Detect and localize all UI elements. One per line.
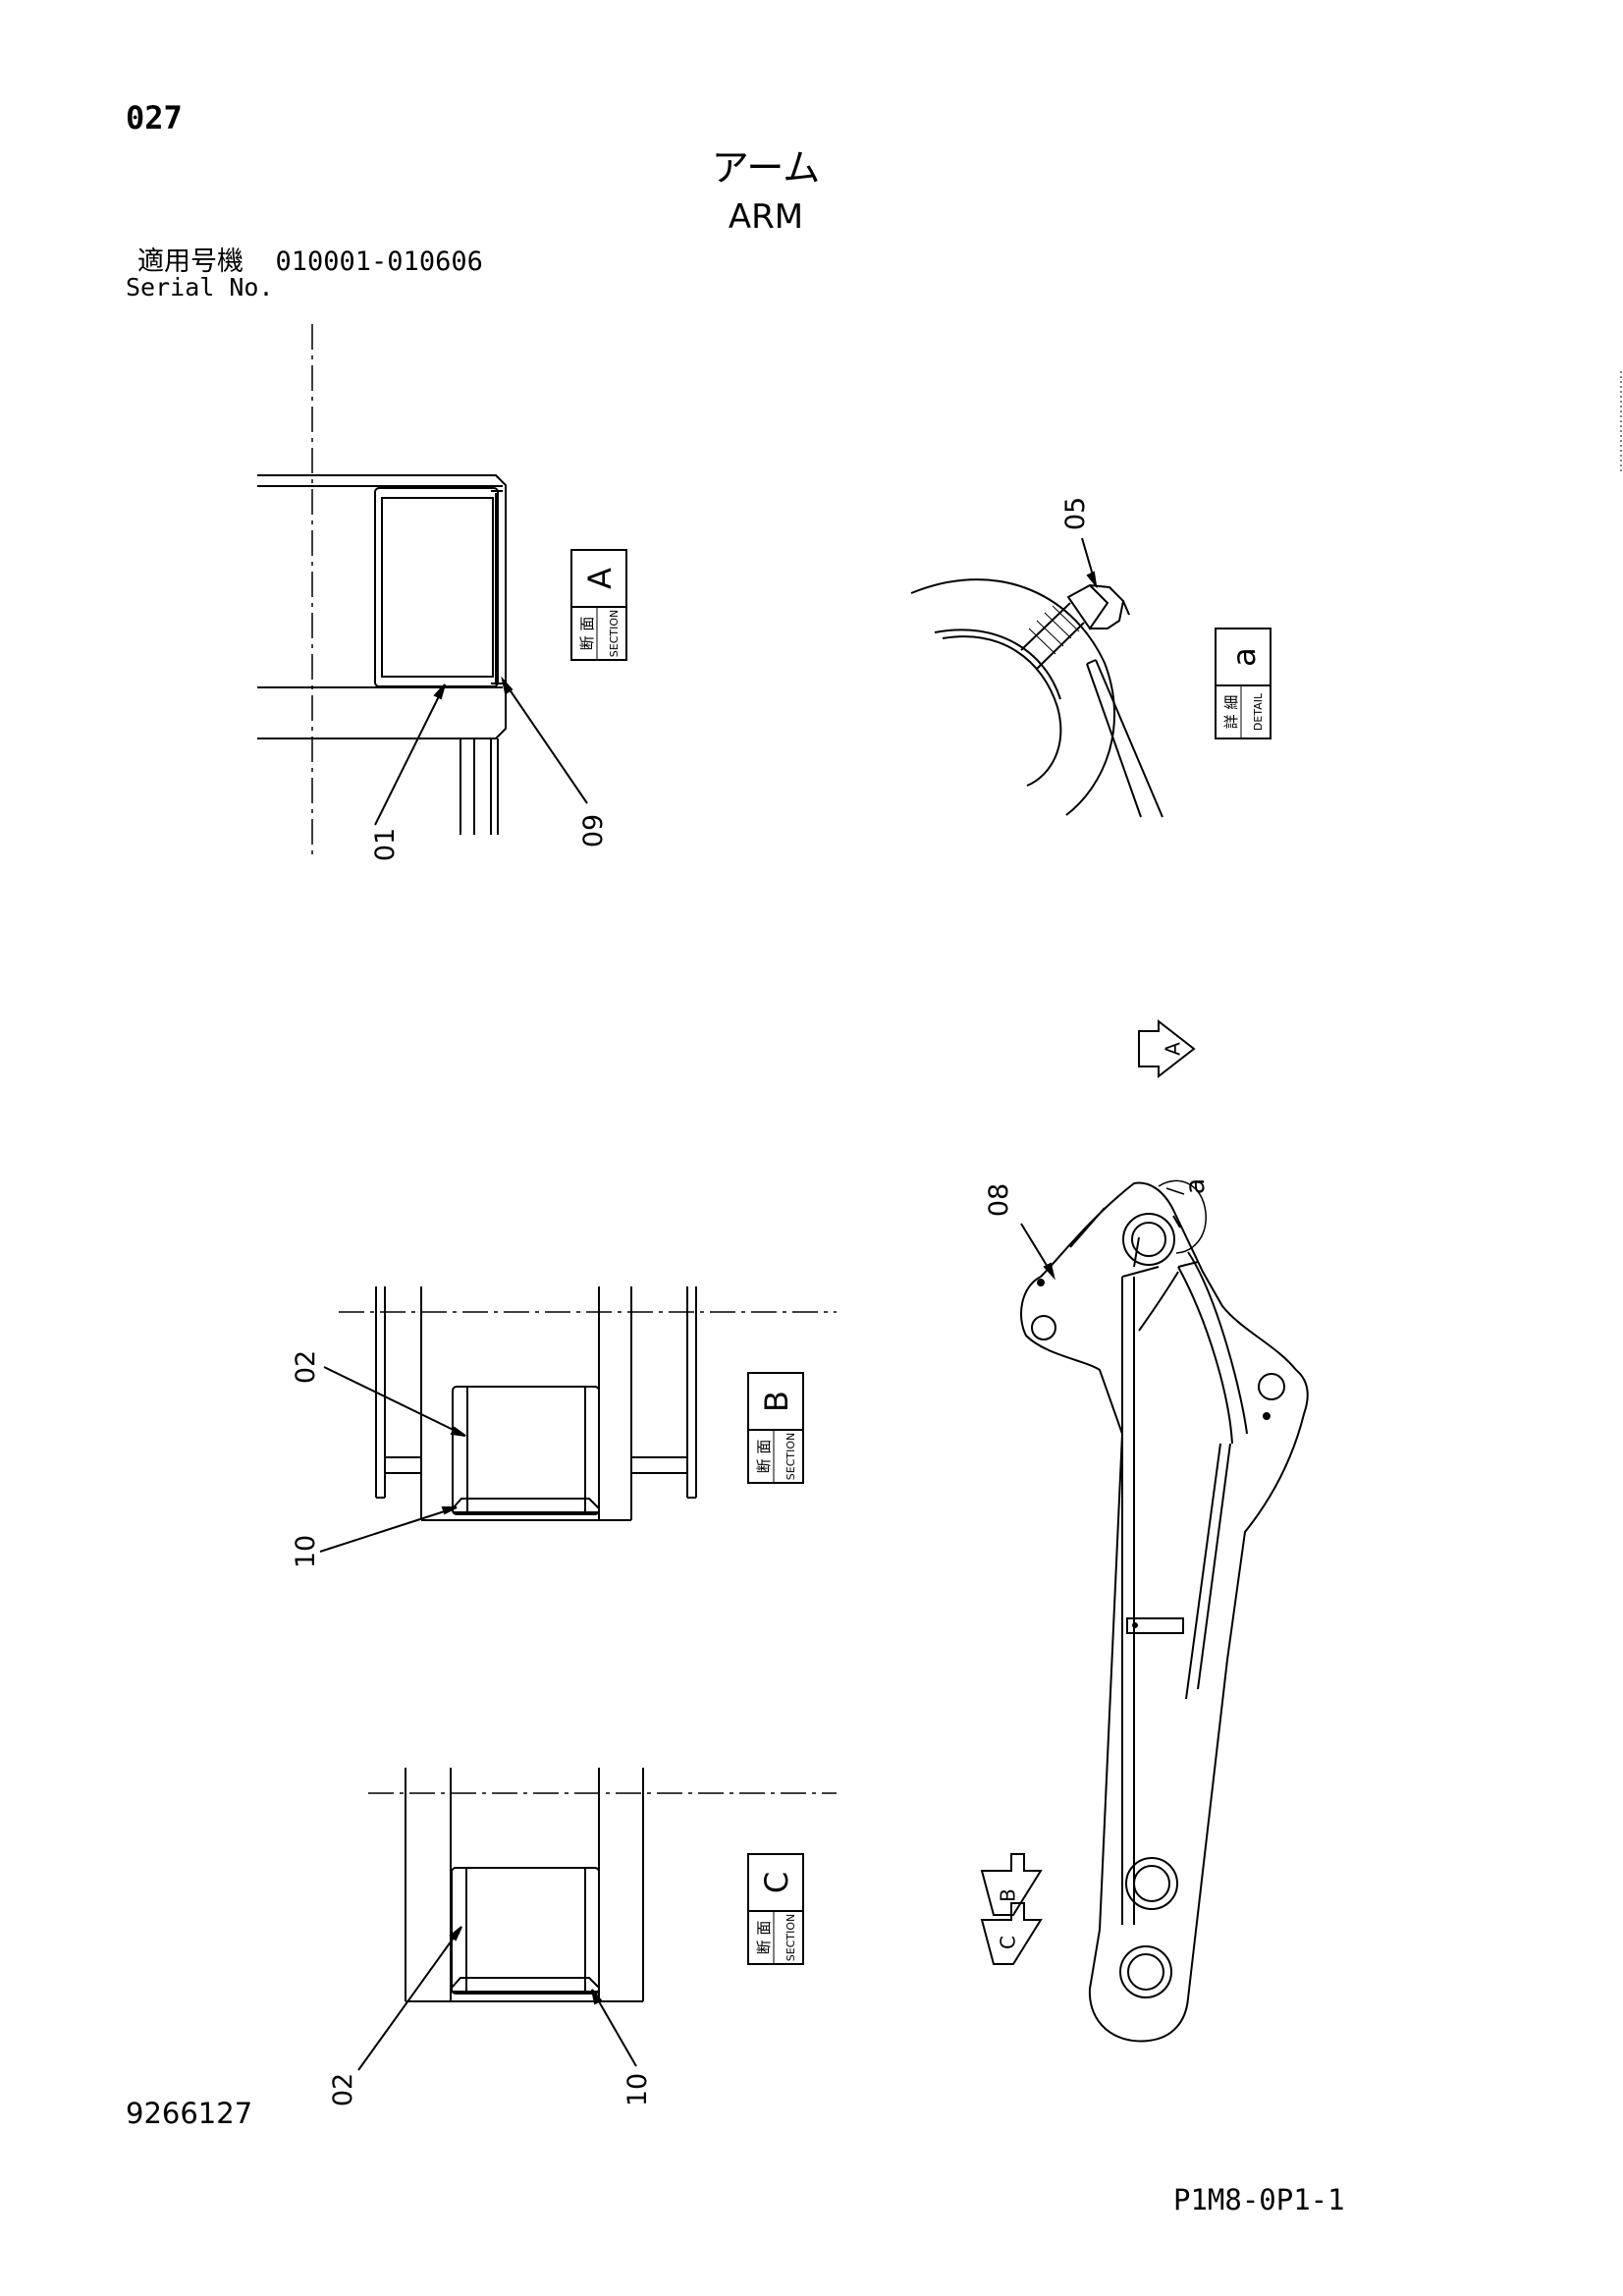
svg-text:断 面: 断 面: [755, 1440, 773, 1474]
section-a-view: 01 09 断 面 SECTION A: [257, 324, 627, 861]
view-arrow-c: C: [980, 1902, 1043, 1965]
svg-text:SECTION: SECTION: [608, 610, 621, 657]
svg-text:B: B: [758, 1391, 795, 1412]
title-japanese: アーム: [711, 146, 821, 190]
drawing-number: 9266127: [126, 2097, 253, 2130]
section-c-label: 断 面 SECTION C: [747, 1853, 804, 1965]
svg-text:詳 細: 詳 細: [1222, 695, 1240, 730]
serial-range: 010001-010606: [275, 246, 483, 277]
svg-text:断 面: 断 面: [755, 1921, 773, 1955]
svg-text:断 面: 断 面: [578, 617, 596, 651]
svg-text:C: C: [997, 1936, 1020, 1949]
callout-01: 01: [370, 828, 401, 861]
section-b-label: 断 面 SECTION B: [747, 1372, 804, 1484]
callout-10-b: 10: [291, 1535, 321, 1568]
serial-label-en: Serial No.: [126, 273, 274, 301]
callout-08: 08: [984, 1183, 1014, 1217]
callout-09: 09: [578, 814, 609, 847]
callout-10-c: 10: [622, 2073, 653, 2106]
view-arrow-a: A: [1138, 1018, 1196, 1079]
page-number: 027: [126, 99, 183, 137]
svg-text:A: A: [1162, 1042, 1185, 1056]
sheet-code: P1M8-0P1-1: [1173, 2183, 1345, 2216]
detail-ref-a: a: [1180, 1178, 1211, 1195]
section-a-label: 断 面 SECTION A: [570, 549, 627, 661]
callout-02-c: 02: [328, 2073, 358, 2106]
svg-text:A: A: [581, 568, 619, 589]
callout-05: 05: [1060, 497, 1091, 530]
svg-text:C: C: [758, 1872, 795, 1893]
svg-text:B: B: [997, 1888, 1020, 1902]
svg-text:SECTION: SECTION: [784, 1914, 797, 1961]
callout-02-b: 02: [291, 1350, 321, 1384]
serial-label-jp: 適用号機: [137, 246, 243, 277]
serial-line: 適用号機 010001-010606: [137, 248, 483, 275]
svg-text:SECTION: SECTION: [784, 1433, 797, 1480]
detail-a-label: 詳 細 DETAIL a: [1215, 628, 1271, 739]
view-arrow-b: B: [980, 1853, 1043, 1916]
section-c-view: 02 10 断 面 SECTION C: [328, 1768, 837, 2106]
detail-a-view: 05 詳 細 DETAIL a: [910, 371, 1622, 818]
section-b-view: 02 10 断 面 SECTION B: [291, 1286, 837, 1568]
svg-text:a: a: [1225, 647, 1263, 667]
arm-elevation-view: a 08 A B C: [980, 1018, 1309, 2043]
svg-text:DETAIL: DETAIL: [1252, 692, 1265, 731]
title-english: ARM: [728, 197, 804, 237]
